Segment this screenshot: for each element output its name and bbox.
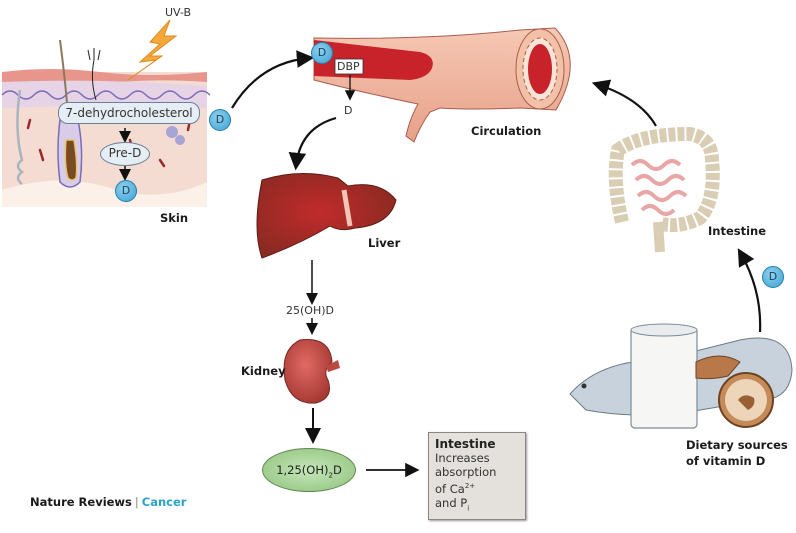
kidney-label: Kidney xyxy=(241,364,286,378)
footer-separator: | xyxy=(134,495,139,509)
effect-box-title: Intestine xyxy=(435,437,496,451)
liver-illustration xyxy=(256,172,397,259)
dietary-label-line2: of vitamin D xyxy=(686,454,766,468)
25ohd-label: 25(OH)D xyxy=(286,304,334,317)
arrow-skin-to-circulation xyxy=(231,50,315,109)
effect-box-line2: absorption xyxy=(435,465,497,479)
arrow-intestine-to-circulation xyxy=(591,79,657,127)
effect-box-line3: of Ca2+ xyxy=(435,479,519,496)
dbp-label: DBP xyxy=(337,60,360,73)
vitamin-d-ball-free: D xyxy=(209,109,231,131)
calcitriol-sub: 2 xyxy=(328,471,333,480)
calcitriol-label: 1,25(OH)2D xyxy=(262,448,356,492)
uvb-label: UV-B xyxy=(165,6,192,19)
vitamin-d-ball-diet: D xyxy=(762,266,784,288)
effect-box-line4: and Pi xyxy=(435,496,519,515)
arrow-diet-to-intestine xyxy=(737,248,762,333)
calcitriol-main: 1,25(OH) xyxy=(276,463,329,477)
effect-ca: of Ca xyxy=(435,481,465,496)
effect-p-sub: i xyxy=(467,504,470,513)
footer-journal: Cancer xyxy=(141,495,187,509)
vitamin-d-ball-circulation: D xyxy=(311,42,333,64)
effect-p: and P xyxy=(435,495,468,510)
circulation-label: Circulation xyxy=(471,124,542,138)
pathway-arrows xyxy=(231,50,762,478)
skin-label: Skin xyxy=(160,211,189,225)
intestine-illustration xyxy=(608,126,720,253)
arrow-circulation-to-liver xyxy=(288,116,337,171)
calcitriol-tail: D xyxy=(332,463,342,477)
effect-box-line1: Increases xyxy=(435,451,490,465)
dietary-label-line1: Dietary sources xyxy=(686,438,788,452)
kidney-illustration xyxy=(283,338,340,404)
skin-illustration xyxy=(1,19,211,207)
7-dehydrocholesterol-label: 7-dehydrocholesterol xyxy=(58,102,200,124)
liver-label: Liver xyxy=(368,236,401,250)
vitamin-d-ball-skin: D xyxy=(115,180,137,202)
pre-d-label: Pre-D xyxy=(100,142,150,166)
footer-publisher: Nature Reviews xyxy=(30,495,132,509)
effect-ca-sup: 2+ xyxy=(464,482,476,490)
footer-credit: Nature Reviews|Cancer xyxy=(30,495,186,509)
intestine-effect-box: Intestine Increases absorption of Ca2+ a… xyxy=(428,432,526,520)
dietary-sources-illustration xyxy=(569,323,793,429)
blood-vessel-illustration xyxy=(313,27,571,143)
released-d-label: D xyxy=(344,104,353,117)
intestine-label: Intestine xyxy=(708,224,767,238)
